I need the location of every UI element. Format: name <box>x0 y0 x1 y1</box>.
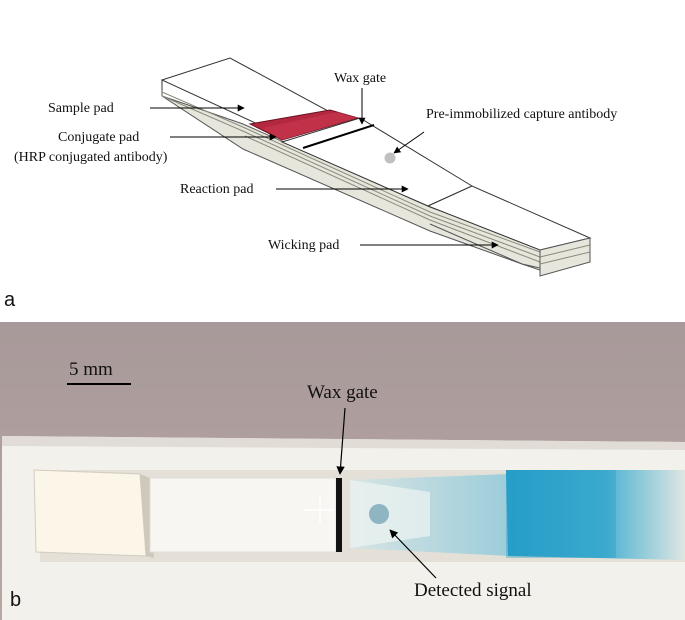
photo-wicking-pad <box>506 470 685 560</box>
panel-b: 5 mm Wax gate Detected signal b <box>0 322 685 620</box>
wax-gate-line <box>302 124 375 149</box>
label-wicking-pad: Wicking pad <box>268 238 339 253</box>
label-conjugate-pad: Conjugate pad <box>58 130 139 145</box>
panel-a: Wax gate Pre-immobilized capture antibod… <box>4 57 617 311</box>
panel-letter-b: b <box>10 589 21 611</box>
label-capture-antibody: Pre-immobilized capture antibody <box>426 107 617 122</box>
photo-reaction-pad <box>149 477 337 553</box>
label-wax-gate-a: Wax gate <box>334 71 386 86</box>
label-detected-signal: Detected signal <box>414 580 532 601</box>
photo-detected-spot <box>369 504 389 524</box>
capture-antibody-spot <box>384 152 396 164</box>
label-conjugate-pad-note: (HRP conjugated antibody) <box>14 150 168 165</box>
photo-sample-pad <box>33 469 147 557</box>
photo-wax-gate <box>336 478 342 552</box>
arrow-capture-antibody <box>393 131 425 154</box>
label-wax-gate-b: Wax gate <box>307 382 378 403</box>
label-reaction-pad: Reaction pad <box>180 182 253 197</box>
arrow-detected-signal <box>389 529 437 579</box>
panel-letter-a: a <box>4 289 16 311</box>
arrow-wax-gate-b <box>336 407 346 475</box>
scale-bar-label: 5 mm <box>69 359 113 380</box>
label-sample-pad: Sample pad <box>48 101 114 116</box>
